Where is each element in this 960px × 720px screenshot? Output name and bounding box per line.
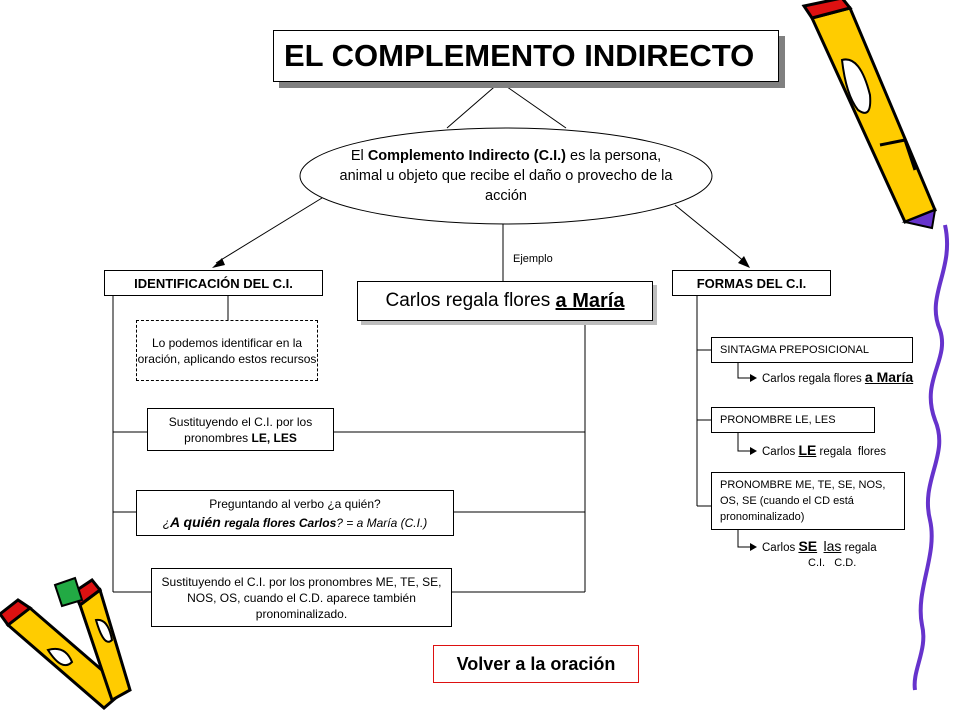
forma-sintagma-example: Carlos regala flores a María [762,369,913,385]
forma-sintagma-example-highlight: a María [864,369,914,385]
definition-pre: El [350,148,368,164]
forma-sintagma-example-text: Carlos regala flores [762,373,865,385]
definition-ellipse: El Complemento Indirecto (C.I.) es la pe… [300,128,712,224]
forma-me-ex-se: SE [798,538,818,554]
recurso-pregunta-box: Preguntando al verbo ¿a quién? ¿A quién … [136,490,454,536]
forma-pronombre-le-example: Carlos LE regala flores [762,442,886,458]
definition-text: El Complemento Indirecto (C.I.) es la pe… [336,146,676,206]
identificacion-heading: IDENTIFICACIÓN DEL C.I. [104,270,323,296]
example-highlight: a María [555,289,625,312]
forma-pronombre-me-example: Carlos SE las regala [762,538,877,554]
forma-me-ex-las: las [823,538,842,554]
recurso-intro-box: Lo podemos identificar en la oración, ap… [136,320,318,381]
recurso-pregunta-open: ¿ [162,515,171,530]
recurso-pronominal-box: Sustituyendo el C.I. por los pronombres … [151,568,452,627]
forma-me-ex-pre: Carlos [762,542,799,554]
forma-pronombre-me-box: PRONOMBRE ME, TE, SE, NOS, OS, SE (cuand… [711,472,905,530]
definition-term: Complemento Indirecto (C.I.) [367,148,566,164]
example-text: Carlos regala flores [385,290,556,311]
forma-pronombre-me-tags: C.I. C.D. [808,557,857,569]
volver-button[interactable]: Volver a la oración [433,645,639,683]
recurso-pronombres-bold: LE, LES [251,430,297,445]
pencil-icon [801,0,937,230]
ejemplo-label: Ejemplo [513,253,553,265]
recurso-pregunta-line1: Preguntando al verbo ¿a quién? [209,496,381,511]
forma-le-ex-pre: Carlos [762,446,799,458]
page-title: EL COMPLEMENTO INDIRECTO [273,30,779,82]
forma-le-ex-big: LE [798,442,817,458]
forma-me-ex-post: regala [841,542,877,554]
forma-pronombre-le-box: PRONOMBRE LE, LES [711,407,875,433]
forma-sintagma-box: SINTAGMA PREPOSICIONAL [711,337,913,363]
recurso-pregunta-bold: A quién [170,513,221,530]
recurso-pregunta-mid: regala flores Carlos [220,515,337,530]
example-sentence: Carlos regala flores a María [357,281,653,321]
pencils-icon [0,576,132,710]
recurso-pregunta-end: ? = a María (C.I.) [336,515,428,530]
recurso-pronombres-text: Sustituyendo el C.I. por los pronombres [168,414,313,445]
forma-le-ex-post: regala flores [816,446,887,458]
recurso-pronombres-box: Sustituyendo el C.I. por los pronombres … [147,408,334,451]
definition-post: es la persona, animal u objeto que recib… [339,148,673,204]
formas-heading: FORMAS DEL C.I. [672,270,831,296]
